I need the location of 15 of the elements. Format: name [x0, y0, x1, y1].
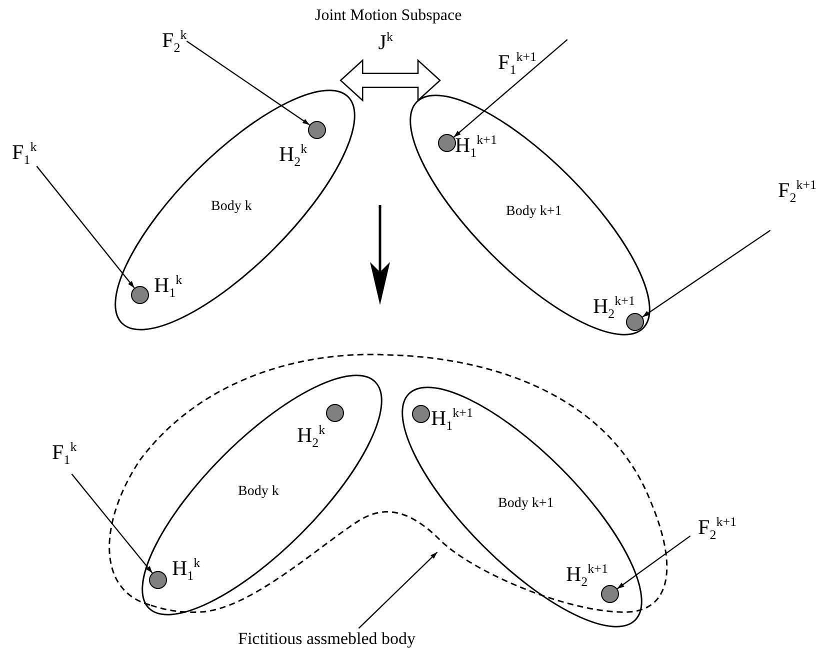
body-label: Body k+1: [498, 497, 554, 511]
force-arrow: [36, 166, 135, 288]
body-label: Body k+1: [506, 205, 562, 219]
force-arrow: [642, 230, 771, 318]
force-arrow: [186, 40, 310, 126]
body-label: Body k: [238, 485, 279, 499]
joint-label: J$^{k}$: [378, 30, 393, 54]
heading-text: Joint Motion Subspace: [315, 8, 462, 24]
force-arrow: [453, 39, 568, 138]
double-arrow: [340, 58, 441, 102]
body-label: Body k: [211, 200, 252, 214]
force-arrow: [71, 474, 153, 574]
caption-text: Fictitious assmebled body: [238, 630, 416, 647]
leader-line: [358, 552, 438, 629]
force-arrow: [616, 535, 691, 590]
